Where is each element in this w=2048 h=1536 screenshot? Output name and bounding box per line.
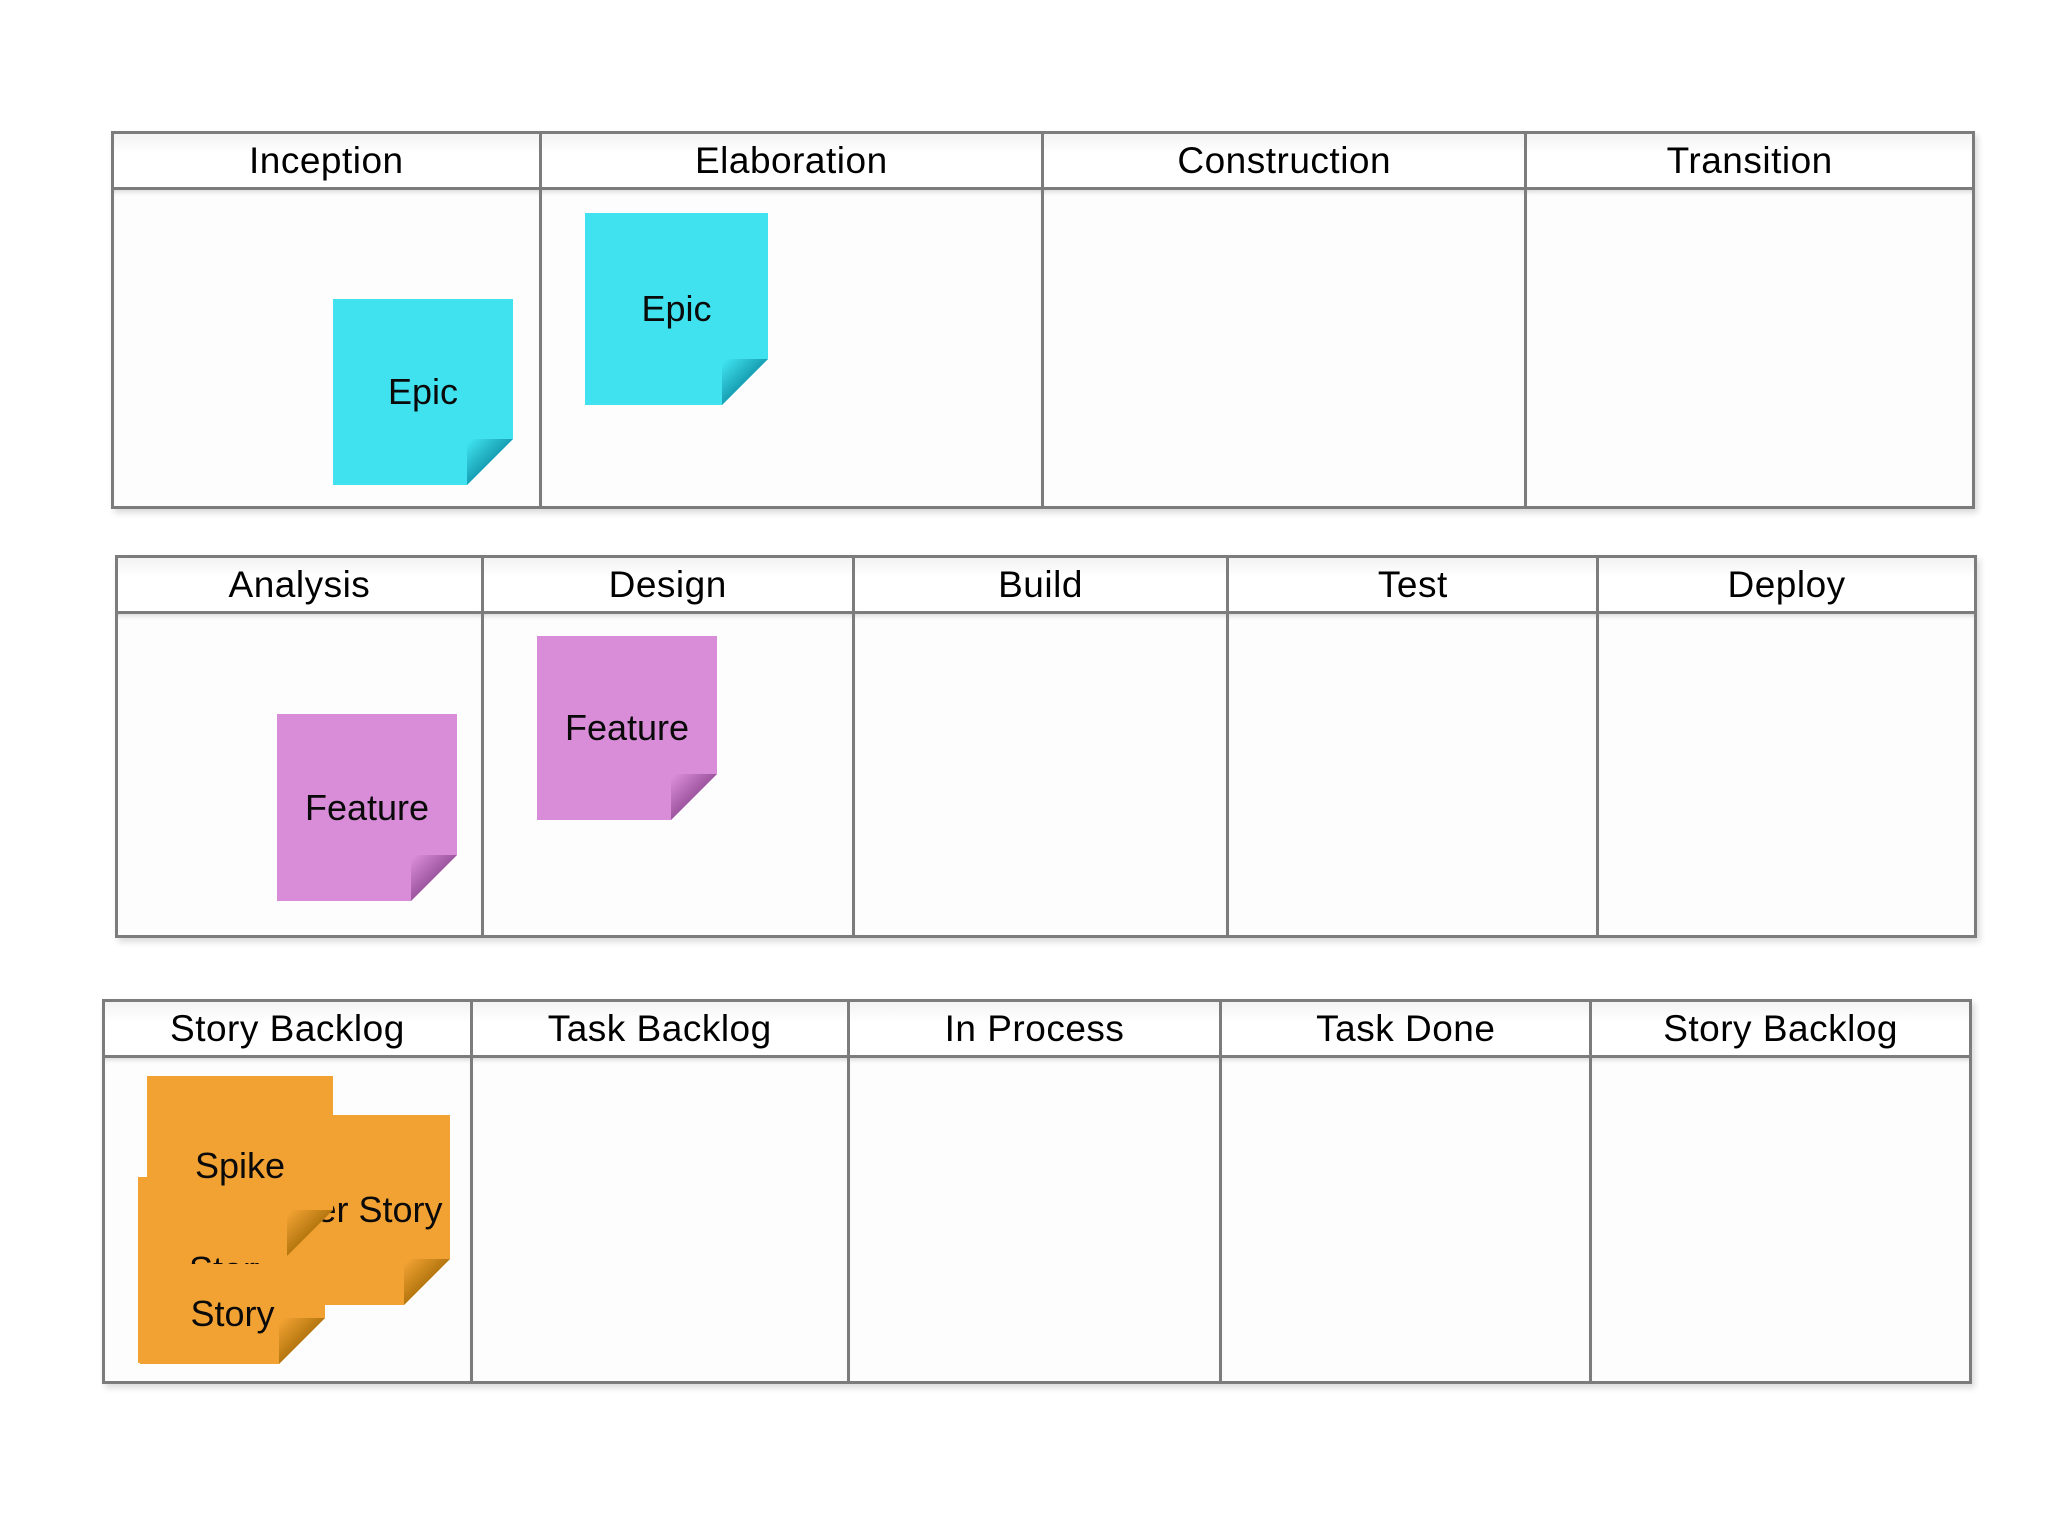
column-header-design: Design: [483, 558, 852, 614]
sticky-note-label: Feature: [564, 707, 690, 748]
column-task-backlog: Task Backlog: [469, 1002, 847, 1381]
column-task-done: Task Done: [1219, 1002, 1590, 1381]
column-construction: Construction: [1041, 134, 1525, 506]
sticky-note-epic-inception[interactable]: Epic: [333, 299, 513, 485]
column-header-story-backlog: Story Backlog: [105, 1002, 470, 1058]
column-header-task-done: Task Done: [1222, 1002, 1590, 1058]
column-header-elaboration: Elaboration: [541, 134, 1041, 190]
column-body-task-done[interactable]: [1222, 1058, 1590, 1381]
sticky-note-feature-analysis[interactable]: Feature: [277, 714, 457, 901]
column-header-task-backlog: Task Backlog: [472, 1002, 847, 1058]
column-header-inception: Inception: [114, 134, 539, 190]
sticky-note-epic-elaboration[interactable]: Epic: [585, 213, 768, 405]
column-body-task-backlog[interactable]: [472, 1058, 847, 1381]
column-body-transition[interactable]: [1527, 190, 1972, 506]
column-body-deploy[interactable]: [1599, 614, 1974, 935]
column-header-build: Build: [854, 558, 1227, 614]
column-header-in-process: In Process: [849, 1002, 1220, 1058]
column-body-story-backlog-2[interactable]: [1592, 1058, 1969, 1381]
column-transition: Transition: [1524, 134, 1972, 506]
column-body-build[interactable]: [854, 614, 1227, 935]
sticky-note-label: Epic: [641, 288, 712, 329]
column-header-construction: Construction: [1044, 134, 1525, 190]
column-body-construction[interactable]: [1044, 190, 1525, 506]
column-header-transition: Transition: [1527, 134, 1972, 190]
sticky-note-spike[interactable]: Spike: [147, 1076, 333, 1256]
sticky-note-label: Epic: [387, 371, 459, 412]
column-deploy: Deploy: [1596, 558, 1974, 935]
column-header-deploy: Deploy: [1599, 558, 1974, 614]
column-story-backlog-2: Story Backlog: [1589, 1002, 1969, 1381]
column-body-test[interactable]: [1229, 614, 1597, 935]
column-test: Test: [1226, 558, 1597, 935]
column-build: Build: [851, 558, 1227, 935]
column-header-analysis: Analysis: [118, 558, 481, 614]
board-stages: Analysis Design Build Test Deploy: [115, 555, 1977, 938]
sticky-note-label: Spike: [194, 1145, 286, 1186]
column-header-story-backlog-2: Story Backlog: [1592, 1002, 1969, 1058]
sticky-note-feature-design[interactable]: Feature: [537, 636, 717, 820]
column-body-in-process[interactable]: [849, 1058, 1220, 1381]
column-in-process: In Process: [846, 1002, 1220, 1381]
sticky-note-label: Feature: [304, 786, 430, 828]
column-header-test: Test: [1229, 558, 1597, 614]
